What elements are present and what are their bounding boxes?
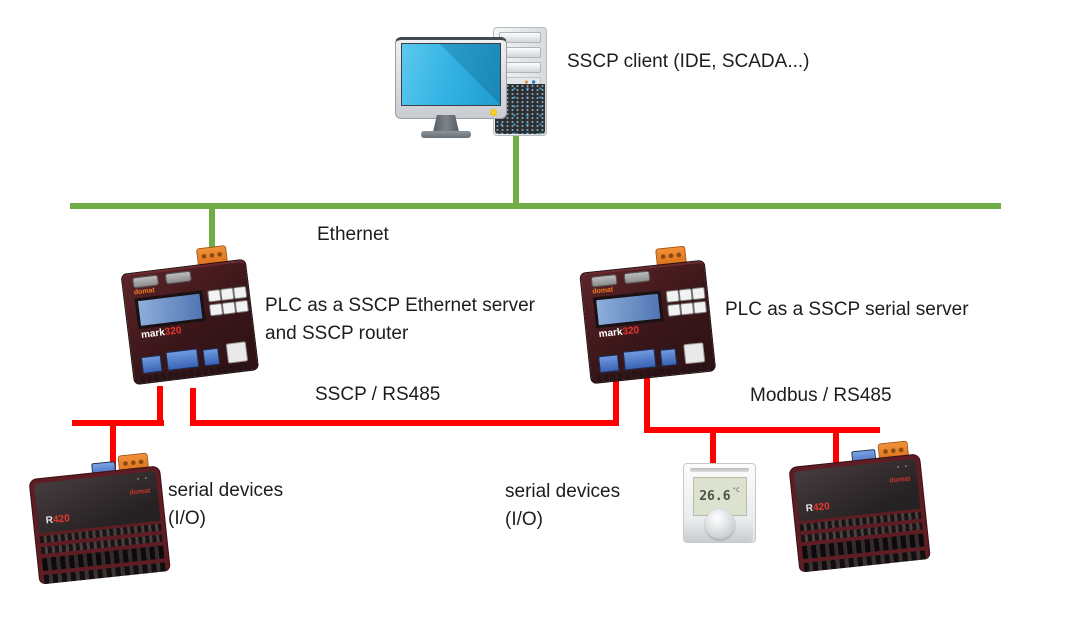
left-serial-bus-line <box>72 420 164 426</box>
serial-devices-left-label: serial devices (I/O) <box>168 477 283 533</box>
plc2-serial-port-a-line <box>613 375 619 426</box>
pc-ethernet-link-line <box>513 131 519 209</box>
plc2-lcd-display <box>592 290 664 329</box>
pc-monitor <box>395 37 507 119</box>
plc2-label: PLC as a SSCP serial server <box>725 299 969 320</box>
pc-monitor-base <box>421 131 471 138</box>
sscp-bus-label: SSCP / RS485 <box>315 384 441 405</box>
plc1-mark320-icon: domat mark320 <box>119 243 260 387</box>
plc2-keypad <box>665 286 708 317</box>
modbus-bus-line <box>644 427 880 433</box>
thermostat-drop-line <box>710 427 716 467</box>
plc1-ethernet-port <box>225 341 249 364</box>
plc2-body: domat mark320 <box>579 259 717 385</box>
plc2-serial-port-b-line <box>644 375 650 433</box>
thermostat-vent <box>690 468 749 472</box>
pc-screen <box>401 43 501 106</box>
modbus-bus-label: Modbus / RS485 <box>750 385 892 406</box>
serial-devices-mid-line2: (I/O) <box>505 509 543 530</box>
plc1-label-line1: PLC as a SSCP Ethernet server <box>265 295 535 316</box>
plc2-ethernet-port <box>683 342 706 365</box>
io1-brand-text: domat <box>129 487 151 497</box>
ethernet-label: Ethernet <box>317 224 389 245</box>
io2-leds-icon: ▪ ▪ <box>896 463 910 471</box>
io1-leds-icon: ▪ ▪ <box>136 475 150 483</box>
io2-body: ▪ ▪ R420 domat <box>788 453 931 573</box>
io2-brand-text: domat <box>889 475 911 485</box>
io1-drop-line <box>110 420 116 472</box>
plc1-body: domat mark320 <box>120 258 260 386</box>
pc-monitor-stand <box>433 115 459 132</box>
plc1-label: PLC as a SSCP Ethernet server and SSCP r… <box>265 292 535 348</box>
plc1-label-line2: and SSCP router <box>265 323 409 344</box>
thermostat-unit: °C <box>732 487 740 494</box>
io-module1-r420-icon: ▪ ▪ R420 domat <box>27 451 171 586</box>
desktop-computer-icon <box>395 27 547 139</box>
sscp-rs485-bus-line <box>190 420 619 426</box>
io1-model-text: R420 <box>45 513 71 527</box>
plc2-mark320-icon: domat mark320 <box>578 244 717 386</box>
serial-devices-left-line2: (I/O) <box>168 508 206 529</box>
io2-drop-line <box>833 427 839 471</box>
plc1-ethernet-link-line <box>209 203 215 265</box>
plc1-serial-port-b-line <box>190 388 196 426</box>
room-thermostat-icon: 26.6 °C <box>683 463 756 543</box>
serial-devices-mid-line1: serial devices <box>505 481 621 502</box>
pc-power-button-icon <box>490 109 497 116</box>
plc1-serial-port-a-line <box>157 386 163 426</box>
ethernet-bus-line <box>70 203 1001 209</box>
serial-devices-left-line1: serial devices <box>168 480 284 501</box>
serial-devices-mid-label: serial devices (I/O) <box>505 478 620 534</box>
sscp-client-label: SSCP client (IDE, SCADA...) <box>567 51 810 72</box>
io2-model-text: R420 <box>805 501 831 515</box>
io1-body: ▪ ▪ R420 domat <box>28 465 171 585</box>
io-module2-r420-icon: ▪ ▪ R420 domat <box>787 439 931 574</box>
thermostat-reading: 26.6 <box>699 489 731 504</box>
plc1-keypad <box>207 285 250 317</box>
thermostat-knob <box>704 509 735 539</box>
